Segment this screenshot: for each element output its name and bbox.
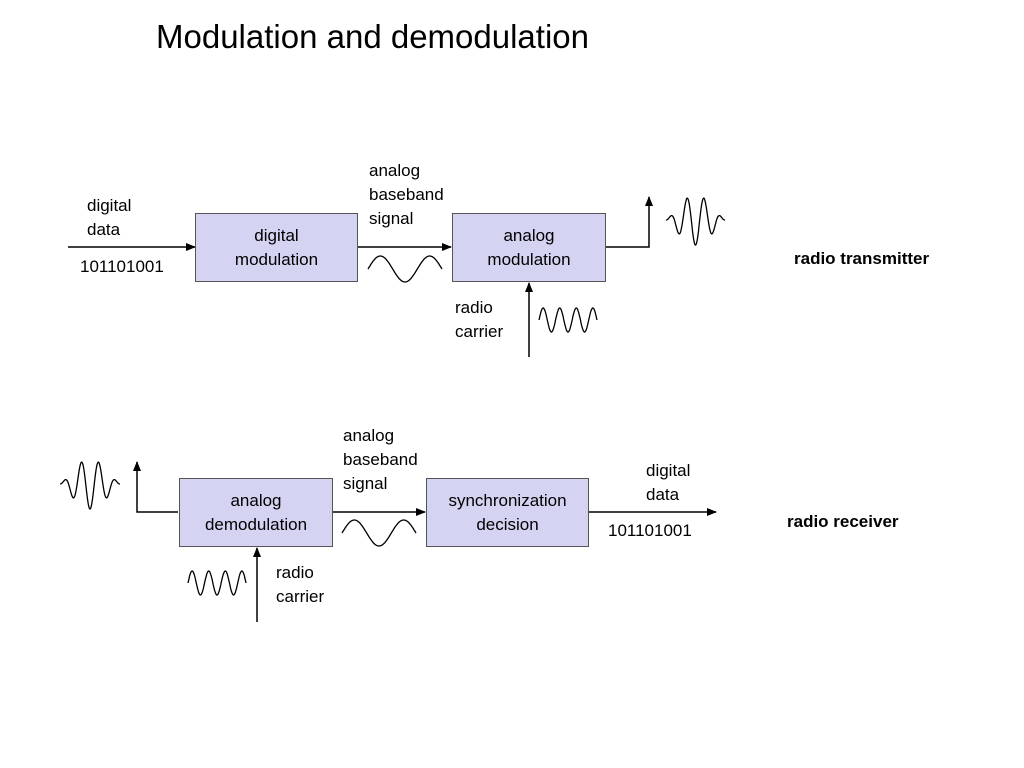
- digital-modulation-label: digital modulation: [234, 225, 319, 269]
- tx-modulated-waveform: [666, 197, 725, 246]
- rx-output-bits: 101101001: [608, 521, 692, 540]
- radio-receiver-label: radio receiver: [787, 512, 899, 531]
- synchronization-decision-label: synchronization decision: [448, 490, 567, 534]
- digital-modulation-block: digital modulation: [195, 213, 358, 282]
- tx-carrier-waveform: [538, 307, 598, 333]
- rx-output-label: digital data: [646, 461, 691, 504]
- analog-demodulation-block: analog demodulation: [179, 478, 333, 547]
- tx-input-label: digital data: [87, 196, 132, 239]
- rx-antenna-arrow: [133, 461, 178, 513]
- tx-carrier-label: radio carrier: [455, 298, 504, 341]
- analog-demodulation-label: analog demodulation: [204, 490, 308, 534]
- radio-transmitter-label: radio transmitter: [794, 249, 930, 268]
- rx-baseband-waveform: [341, 519, 417, 547]
- rx-modulated-waveform: [60, 461, 120, 510]
- analog-modulation-block: analog modulation: [452, 213, 606, 282]
- tx-input-bits: 101101001: [80, 257, 164, 276]
- analog-modulation-label: analog modulation: [487, 225, 571, 269]
- tx-baseband-waveform: [367, 255, 443, 283]
- synchronization-decision-block: synchronization decision: [426, 478, 589, 547]
- rx-carrier-waveform: [187, 570, 247, 596]
- tx-antenna-arrow: [606, 196, 653, 248]
- rx-carrier-label: radio carrier: [276, 563, 325, 606]
- page-title: Modulation and demodulation: [156, 18, 589, 55]
- rx-baseband-label: analog baseband signal: [343, 426, 418, 493]
- tx-baseband-label: analog baseband signal: [369, 161, 444, 228]
